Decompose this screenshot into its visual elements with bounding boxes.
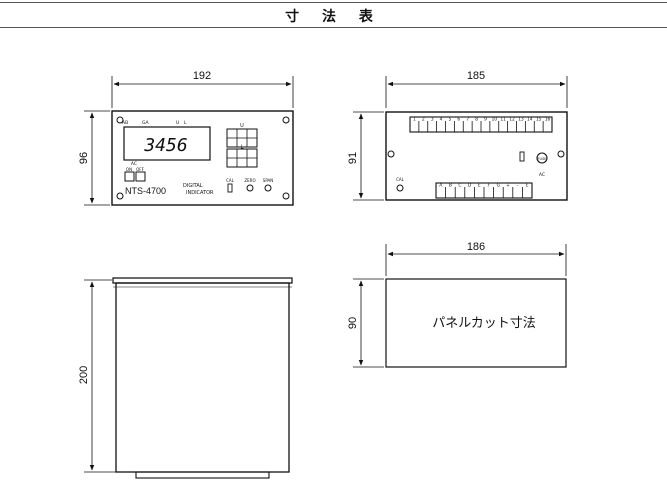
front-width-dim: 192 [193,70,211,82]
bottom-terminal-label: - [517,184,519,189]
zero-label: ZERO [244,178,255,183]
panel-cut-view [353,244,567,368]
panel-cut-height-dim: 90 [347,317,359,329]
top-terminal-label: 16 [545,117,551,123]
top-terminal-label: 14 [527,117,533,123]
top-terminal-label: 7 [466,117,469,123]
rear-height-dim: 91 [347,152,359,164]
bottom-terminal-label: C [458,183,461,189]
display-label-ga: GA [142,120,149,126]
top-terminal-label: 4 [440,117,443,123]
front-height-dim: 96 [78,152,90,164]
bottom-terminal-label: D [468,183,472,189]
product-name-line2: INDICATOR [186,190,214,196]
top-terminal-label: 1 [413,117,416,123]
front-view [84,76,294,206]
top-terminal-label: 5 [449,117,452,123]
bottom-terminal-label: B [449,183,452,189]
page-title: 寸 法 表 [285,9,382,25]
panel-cut-width-dim: 186 [467,241,485,253]
rear-ac-label: AC [539,172,545,178]
top-terminal-label: 15 [536,117,542,123]
rear-cal-label: CAL [396,177,405,182]
upper-label: U [240,123,244,129]
top-terminal-label: 2 [422,117,425,123]
top-terminal-label: 12 [509,117,515,123]
panel-cut-outline [385,278,567,368]
product-name-line1: DIGITAL [183,183,203,189]
display-window [123,126,211,161]
lower-label: L [241,145,244,151]
side-view [84,277,293,479]
top-terminal-label: 11 [500,117,506,123]
top-terminal-label: 13 [518,117,524,123]
bottom-terminal-label: A [439,183,443,189]
display-label-ab: AB [122,120,128,126]
switch-on-label: ON [126,167,132,172]
power-label: AC [131,161,137,167]
model-name: NTS-4700 [125,186,166,196]
switch-off-label: OFF [136,167,144,172]
top-terminal-label: 10 [491,117,497,123]
rear-width-dim: 185 [467,70,485,82]
top-terminal-label: 3 [431,117,434,123]
display-value: 3456 [143,135,187,156]
bottom-terminal-label: F [488,183,491,189]
bottom-terminal-label: E [526,183,529,189]
rear-view [353,76,568,201]
title-bar: 寸 法 表 [0,2,667,28]
fuse-label: FUSE [537,157,546,161]
span-label: SPAN [263,178,273,183]
top-terminal-label: 9 [484,117,487,123]
display-label-u: U [176,120,179,126]
cal-label: CAL [226,178,235,183]
top-terminal-label: 8 [475,117,478,123]
front-panel [111,110,294,206]
bottom-terminal-label: + [506,183,510,189]
bottom-terminal-label: G [497,183,501,189]
display-label-l: L [184,120,187,126]
side-depth-dim: 200 [78,366,90,384]
rear-panel [385,111,568,201]
top-terminal-label: 6 [457,117,460,123]
bottom-terminal-label: E [478,183,481,189]
side-body [115,282,290,473]
panel-cut-label: パネルカット寸法 [432,316,536,331]
